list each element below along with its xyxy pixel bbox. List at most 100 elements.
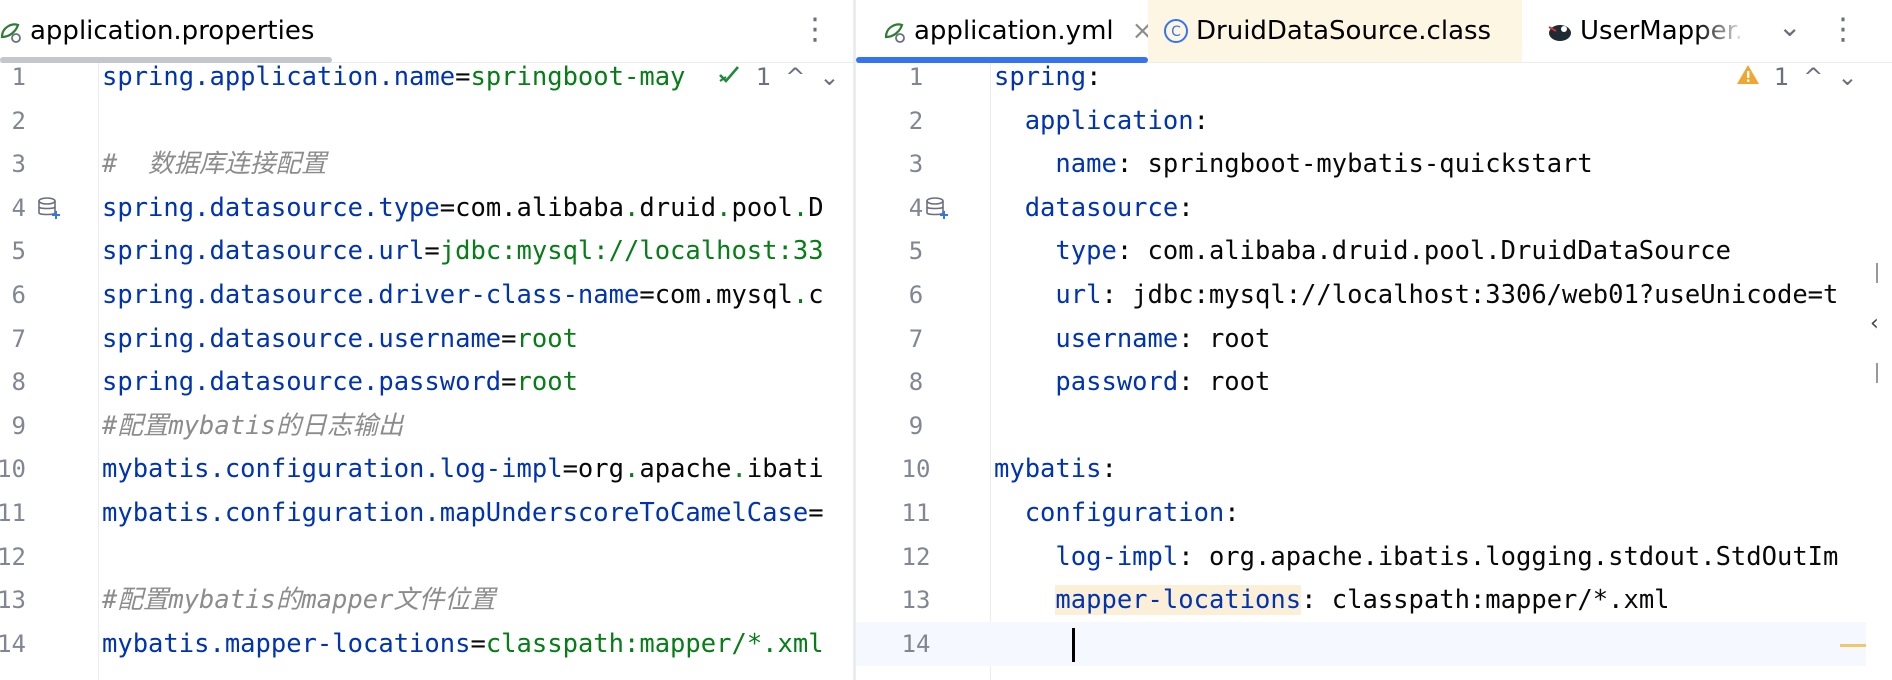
inspection-widget[interactable]: 1^⌄ bbox=[1736, 55, 1858, 99]
more-options-icon[interactable]: ⋮ bbox=[1828, 12, 1858, 47]
close-icon[interactable]: × bbox=[1131, 16, 1148, 46]
tab-bar-left: application.properties × ⋮ bbox=[0, 0, 853, 63]
code-line[interactable]: 3 name: springboot-mybatis-quickstart bbox=[856, 142, 1892, 186]
chevron-down-icon[interactable]: ⌄ bbox=[819, 63, 840, 91]
code-line[interactable]: 14 bbox=[856, 621, 1892, 666]
gutter-divider bbox=[990, 63, 991, 680]
code-line[interactable]: 2 application: bbox=[856, 99, 1892, 143]
check-icon bbox=[718, 55, 742, 99]
code-token: mapper-locations bbox=[1055, 585, 1302, 616]
code-text: configuration: bbox=[994, 491, 1240, 535]
code-text: mybatis.configuration.mapUnderscoreToCam… bbox=[102, 491, 824, 535]
code-token: =org bbox=[562, 454, 624, 485]
line-number: 12 bbox=[901, 542, 931, 571]
database-icon[interactable] bbox=[924, 195, 950, 221]
code-text: mybatis.mapper-locations=classpath:mappe… bbox=[102, 622, 824, 666]
spring-file-icon bbox=[0, 23, 21, 43]
code-token: : root bbox=[1178, 323, 1271, 354]
editor-pane-left: application.properties × ⋮ 1spring.appli… bbox=[0, 0, 853, 680]
line-number: 13 bbox=[0, 586, 26, 615]
code-token bbox=[994, 585, 1055, 615]
code-text: spring.datasource.driver-class-name=com.… bbox=[102, 273, 824, 317]
code-line[interactable]: 12 log-impl: org.apache.ibatis.logging.s… bbox=[856, 535, 1892, 579]
code-token: =com.alibaba bbox=[439, 192, 624, 223]
code-line[interactable]: 6 url: jdbc:mysql://localhost:3306/web01… bbox=[856, 273, 1892, 317]
tab-label: DruidDataSource.class bbox=[1196, 16, 1492, 46]
code-token: : bbox=[1178, 192, 1194, 223]
chevron-up-icon[interactable]: ^ bbox=[785, 63, 806, 91]
code-text: spring.application.name=springboot-may bbox=[102, 55, 685, 99]
line-number: 11 bbox=[901, 499, 931, 527]
code-token: = bbox=[501, 367, 517, 398]
code-line[interactable]: 13 mapper-locations: classpath:mapper/*.… bbox=[856, 578, 1892, 622]
inspection-widget[interactable]: 1^⌄ bbox=[718, 55, 840, 99]
svg-text:C: C bbox=[1171, 24, 1181, 40]
code-line[interactable]: 11 mybatis.configuration.mapUnderscoreToC… bbox=[0, 491, 853, 535]
line-number: 9 bbox=[908, 411, 924, 440]
code-token: password bbox=[994, 367, 1179, 398]
code-text: application: bbox=[994, 99, 1209, 143]
code-token: configuration bbox=[994, 498, 1225, 528]
code-token: : bbox=[1086, 62, 1102, 92]
code-token: = bbox=[501, 323, 517, 354]
code-token: name bbox=[994, 149, 1117, 180]
line-number: 1 bbox=[908, 63, 924, 91]
code-line[interactable]: 13 #配置mybatis的mapper文件位置 bbox=[0, 578, 853, 622]
code-line[interactable]: 12 bbox=[0, 535, 853, 579]
code-token: = bbox=[424, 236, 440, 267]
code-token: . bbox=[624, 454, 640, 485]
code-text: spring.datasource.password=root bbox=[102, 360, 578, 404]
code-line[interactable]: 9#配置mybatis的日志输出 bbox=[0, 404, 853, 448]
code-token: datasource bbox=[994, 192, 1179, 223]
tab-application-yml[interactable]: application.yml × bbox=[880, 0, 1148, 62]
line-number: 7 bbox=[11, 324, 26, 353]
code-token: #配置mybatis的mapper文件位置 bbox=[102, 585, 496, 616]
code-line[interactable]: 4 datasource: bbox=[856, 186, 1892, 230]
code-token: application bbox=[994, 105, 1194, 136]
chevron-down-icon[interactable]: ⌄ bbox=[1837, 63, 1858, 91]
tab-application-properties[interactable]: application.properties × bbox=[0, 0, 314, 62]
code-token: : bbox=[1193, 105, 1209, 136]
code-line[interactable]: 2 bbox=[0, 99, 853, 143]
code-token: pool bbox=[731, 192, 793, 223]
scrollbar-track[interactable]: ‹ bbox=[1866, 63, 1892, 680]
code-token: ibati bbox=[746, 454, 824, 485]
code-text: spring.datasource.url=jdbc:mysql://local… bbox=[102, 229, 824, 273]
code-token: spring.datasource.url bbox=[102, 236, 425, 267]
code-text: spring: bbox=[994, 55, 1101, 99]
code-line[interactable]: 5 type: com.alibaba.druid.pool.DruidData… bbox=[856, 229, 1892, 273]
scroll-chevron-left-icon[interactable]: ‹ bbox=[1870, 311, 1879, 336]
line-number: 2 bbox=[11, 106, 26, 135]
code-token: . bbox=[731, 454, 747, 485]
code-token: : classpath:mapper/*.xml bbox=[1301, 585, 1670, 616]
split-divider[interactable] bbox=[853, 0, 856, 680]
code-line[interactable]: 11 configuration: bbox=[856, 491, 1892, 535]
line-number: 11 bbox=[0, 499, 26, 527]
line-number: 3 bbox=[908, 150, 924, 179]
mybatis-file-icon bbox=[1548, 25, 1571, 41]
code-line[interactable]: 3# 数据库连接配置 bbox=[0, 142, 853, 186]
code-line[interactable]: 9 bbox=[856, 404, 1892, 448]
tab-druid-datasource-class[interactable]: C DruidDataSource.class bbox=[1148, 0, 1522, 62]
warning-stripe[interactable] bbox=[1840, 644, 1866, 647]
code-token: apache bbox=[639, 454, 732, 485]
code-token: log-impl bbox=[994, 541, 1179, 572]
database-icon[interactable] bbox=[36, 195, 62, 221]
more-options-icon[interactable]: ⋮ bbox=[800, 12, 830, 47]
chevron-up-icon[interactable]: ^ bbox=[1803, 63, 1824, 91]
chevron-down-icon[interactable]: ⌄ bbox=[1778, 10, 1802, 43]
code-line[interactable]: 7 username: root bbox=[856, 317, 1892, 361]
code-line[interactable]: 8 password: root bbox=[856, 360, 1892, 404]
